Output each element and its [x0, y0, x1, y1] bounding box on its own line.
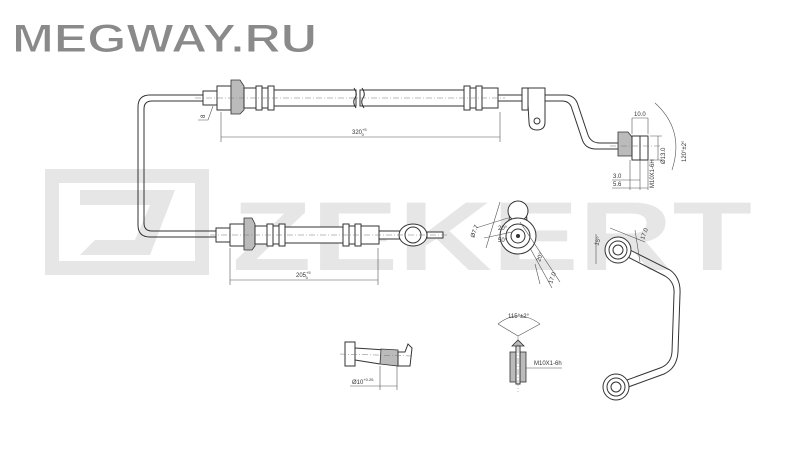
bracket-hole [533, 117, 541, 125]
upper-hose [195, 79, 505, 115]
bracket-clip [521, 87, 529, 111]
banjo-detail: Ø7.7 20° 50° 20° 17.0 [470, 200, 561, 289]
left-pipe-inner [143, 100, 218, 232]
dim-hex: 8 [201, 114, 207, 118]
lower-length-dim-line [229, 248, 379, 285]
dim-flare-angle: 115°±2° [508, 314, 530, 320]
tube-section-detail: Ø10+0.26 [339, 341, 413, 390]
dim-angle-20a: 20° [498, 226, 508, 232]
megway-watermark: MEGWAY.RU [12, 17, 317, 61]
upper-right-pipe-inner [498, 100, 630, 150]
dim-banjo-dia: Ø7.7 [470, 224, 480, 239]
dim-3: 3.0 [613, 174, 622, 180]
right-fitting-dims: 10.0 Ø13.0 M10X1-6H 3.0 5.6 120°±2° [612, 102, 688, 190]
dim-angle-15: 15° [594, 236, 603, 247]
lower-hose [210, 217, 448, 251]
upper-right-pipe [498, 94, 630, 144]
hex-leader [198, 105, 214, 121]
s-pipe: 15° 17.0 [594, 227, 681, 401]
zekert-logo-frame [45, 169, 209, 275]
bracket [526, 87, 546, 131]
flare-detail: 115°±2° M10X1-6h [497, 314, 562, 392]
dim-tube-dia: Ø10+0.26 [352, 377, 374, 386]
dim-angle-50: 50° [498, 238, 508, 244]
dim-eye-w: 17.0 [640, 227, 650, 241]
left-pipe [137, 94, 218, 238]
dim-5-6: 5.6 [613, 182, 622, 188]
dim-angle-20b: 20° [536, 252, 545, 263]
upper-length-dim-line [220, 112, 501, 142]
dim-cone-angle: 120°±2° [682, 140, 688, 162]
right-fitting [610, 131, 660, 161]
dim-banjo-w: 17.0 [548, 271, 558, 285]
dim-thread-right: M10X1-6H [650, 159, 656, 188]
dim-thread-bottom: M10X1-6h [534, 361, 562, 367]
dim-fitting-dia: Ø13.0 [661, 147, 667, 164]
zekert-logo-z [80, 190, 175, 255]
dim-fitting-len: 10.0 [634, 112, 646, 118]
